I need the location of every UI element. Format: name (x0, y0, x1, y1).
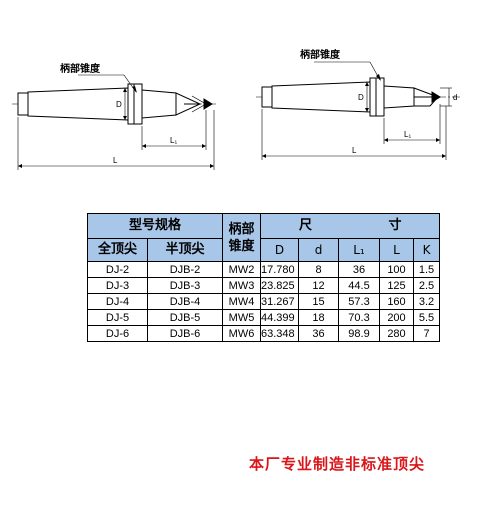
header-L1: L₁ (338, 238, 380, 262)
cell-L: 160 (379, 293, 414, 310)
header-dimension-right: 寸 (388, 218, 402, 233)
cell-K: 2.5 (413, 277, 440, 294)
cell-K: 3.2 (413, 293, 440, 310)
cell-half: DJB-3 (147, 277, 223, 294)
right-dim-L1: L₁ (404, 130, 411, 139)
left-taper-label: 柄部锥度 (60, 62, 101, 75)
cell-full: DJ-4 (87, 293, 148, 310)
cell-D: 23.825 (260, 277, 299, 294)
table-row: DJ-3 DJB-3 MW3 23.825 12 44.5 125 2.5 (87, 277, 440, 294)
right-dim-d: d (453, 93, 457, 102)
header-model-spec: 型号规格 (87, 213, 223, 239)
cell-half: DJB-5 (147, 309, 223, 326)
right-dim-D: D (358, 93, 364, 102)
cell-L: 125 (379, 277, 414, 294)
header-taper-text: 柄部锥度 (228, 221, 255, 254)
cell-half: DJB-6 (147, 325, 223, 342)
cell-half: DJB-2 (147, 261, 223, 278)
table-row: DJ-4 DJB-4 MW4 31.267 15 57.3 160 3.2 (87, 293, 440, 310)
cell-d: 8 (298, 261, 339, 278)
header-D: D (260, 238, 299, 262)
cell-K: 7 (413, 325, 440, 342)
table-row: DJ-6 DJB-6 MW6 63.348 36 98.9 280 7 (87, 325, 440, 342)
cell-taper: MW2 (222, 261, 261, 278)
cell-taper: MW6 (222, 325, 261, 342)
cell-taper: MW3 (222, 277, 261, 294)
cell-L: 100 (379, 261, 414, 278)
table-row: DJ-2 DJB-2 MW2 17.780 8 36 100 1.5 (87, 261, 440, 278)
cell-L1: 44.5 (338, 277, 380, 294)
left-dim-L1: L₁ (170, 136, 177, 145)
header-dimension-left: 尺 (299, 218, 313, 233)
cell-L1: 70.3 (338, 309, 380, 326)
cell-D: 17.780 (260, 261, 299, 278)
cell-taper: MW5 (222, 309, 261, 326)
cell-K: 5.5 (413, 309, 440, 326)
cell-L1: 57.3 (338, 293, 380, 310)
header-K: K (413, 238, 440, 262)
cell-D: 44.399 (260, 309, 299, 326)
cell-L: 280 (379, 325, 414, 342)
cell-full: DJ-5 (87, 309, 148, 326)
cell-d: 36 (298, 325, 339, 342)
cell-D: 63.348 (260, 325, 299, 342)
technical-drawings: 柄部锥度 D L₁ L (0, 0, 489, 200)
spec-table: 型号规格 柄部锥度 尺 寸 全顶尖 半顶尖 D d L₁ L K DJ-2 DJ… (87, 213, 440, 342)
drawings-svg: 柄部锥度 D L₁ L (12, 48, 460, 170)
cell-taper: MW4 (222, 293, 261, 310)
header-taper: 柄部锥度 (222, 213, 261, 262)
cell-D: 31.267 (260, 293, 299, 310)
right-dim-L: L (352, 146, 357, 155)
header-dimension: 尺 寸 (260, 213, 440, 239)
cell-L1: 36 (338, 261, 380, 278)
right-center-drawing (256, 61, 460, 160)
right-taper-label: 柄部锥度 (300, 48, 341, 61)
cell-d: 12 (298, 277, 339, 294)
cell-L: 200 (379, 309, 414, 326)
cell-d: 18 (298, 309, 339, 326)
header-d: d (298, 238, 339, 262)
header-half-center: 半顶尖 (147, 238, 223, 262)
cell-half: DJB-4 (147, 293, 223, 310)
left-dim-D: D (116, 100, 122, 109)
cell-d: 15 (298, 293, 339, 310)
cell-full: DJ-2 (87, 261, 148, 278)
cell-full: DJ-6 (87, 325, 148, 342)
cell-L1: 98.9 (338, 325, 380, 342)
header-L: L (379, 238, 414, 262)
left-center-drawing (12, 74, 218, 170)
header-full-center: 全顶尖 (87, 238, 148, 262)
cell-K: 1.5 (413, 261, 440, 278)
footer-note: 本厂专业制造非标准顶尖 (249, 455, 426, 473)
table-row: DJ-5 DJB-5 MW5 44.399 18 70.3 200 5.5 (87, 309, 440, 326)
cell-full: DJ-3 (87, 277, 148, 294)
left-dim-L: L (113, 156, 118, 165)
